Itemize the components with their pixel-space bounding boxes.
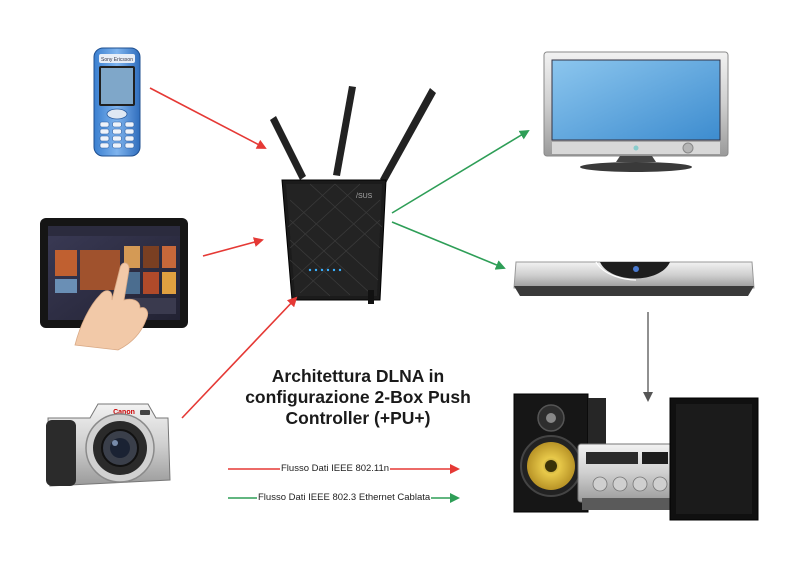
title-line-1: Architettura DLNA in — [271, 366, 445, 386]
tv-icon — [543, 51, 729, 172]
title-line-3: Controller (+PU+) — [285, 408, 431, 428]
mobile-phone-icon: Sony Ericsson — [93, 47, 141, 157]
router-logo-text: /SUS — [356, 193, 373, 200]
wireless-router-icon: /SUS — [270, 86, 436, 304]
camera-brand-text: Canon — [113, 409, 135, 416]
legend-ethernet-label: Flusso Dati IEEE 802.3 Ethernet Cablata — [257, 492, 432, 503]
camera-to-router-arrow — [181, 296, 298, 419]
phone-to-router-arrow — [149, 87, 267, 149]
media-player-icon — [513, 261, 755, 296]
stereo-system-icon — [513, 393, 759, 521]
router-to-player-arrow — [391, 221, 506, 270]
router-to-tv-arrow — [391, 129, 530, 214]
phone-brand-text: Sony Ericsson — [101, 57, 133, 63]
diagram-title: Architettura DLNA in configurazione 2-Bo… — [218, 366, 498, 429]
tablet-to-router-arrow — [202, 237, 264, 257]
title-line-2: configurazione 2-Box Push — [245, 387, 471, 407]
camera-icon: Canon — [46, 403, 171, 487]
legend-wifi-label: Flusso Dati IEEE 802.11n — [280, 463, 391, 474]
tablet-icon — [40, 218, 188, 351]
